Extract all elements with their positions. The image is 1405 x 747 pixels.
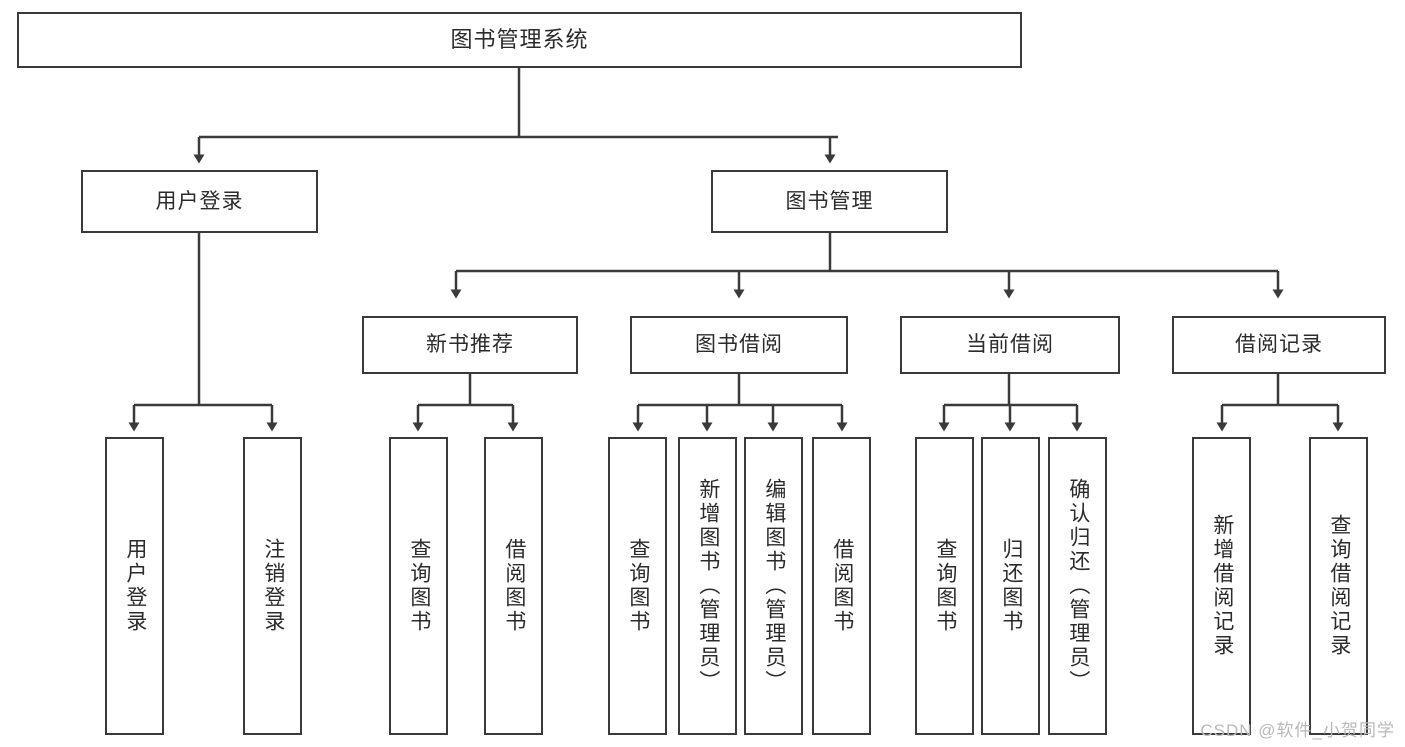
node-label: 借阅图书 [830,538,854,634]
node-label: 查询图书 [626,538,650,634]
node-label: 查询借阅记录 [1327,514,1351,658]
csdn-watermark: CSDN @软件_小贺同学 [1200,721,1395,740]
node-label: 查询图书 [933,538,957,634]
node-book-borrow[interactable]: 图书借阅 [630,316,848,374]
node-label: 用户登录 [123,538,147,634]
leaf-borrow-book-recommend[interactable]: 借阅图书 [484,437,543,735]
node-borrow-record[interactable]: 借阅记录 [1172,316,1386,374]
node-new-book-recommend[interactable]: 新书推荐 [362,316,578,374]
leaf-add-borrow-record[interactable]: 新增借阅记录 [1192,437,1251,735]
leaf-confirm-return[interactable]: 确认归还（管理员） [1048,437,1107,735]
node-label: 新增图书（管理员） [696,478,720,694]
node-label: 当前借阅 [966,333,1054,357]
leaf-query-book-recommend[interactable]: 查询图书 [389,437,448,735]
leaf-edit-book[interactable]: 编辑图书（管理员） [744,437,803,735]
leaf-add-book[interactable]: 新增图书（管理员） [678,437,737,735]
node-label: 归还图书 [999,538,1023,634]
node-user-login[interactable]: 用户登录 [81,170,318,233]
node-label: 图书管理系统 [450,26,589,52]
node-root-system[interactable]: 图书管理系统 [17,12,1022,68]
node-label: 新书推荐 [426,333,514,357]
leaf-query-book-borrow[interactable]: 查询图书 [608,437,667,735]
node-label: 编辑图书（管理员） [762,478,786,694]
node-label: 借阅记录 [1235,333,1323,357]
leaf-query-borrow-record[interactable]: 查询借阅记录 [1309,437,1368,735]
leaf-borrow-book[interactable]: 借阅图书 [812,437,871,735]
leaf-user-login[interactable]: 用户登录 [105,437,164,735]
node-current-borrow[interactable]: 当前借阅 [900,316,1120,374]
leaf-query-book-current[interactable]: 查询图书 [915,437,974,735]
node-label: 注销登录 [261,538,285,634]
leaf-logout[interactable]: 注销登录 [243,437,302,735]
node-label: 新增借阅记录 [1210,514,1234,658]
node-label: 用户登录 [155,189,244,213]
node-label: 图书管理 [785,189,874,213]
node-label: 图书借阅 [695,333,783,357]
node-label: 借阅图书 [502,538,526,634]
node-label: 确认归还（管理员） [1066,478,1090,694]
node-label: 查询图书 [407,538,431,634]
leaf-return-book[interactable]: 归还图书 [981,437,1040,735]
node-book-management[interactable]: 图书管理 [711,170,948,233]
